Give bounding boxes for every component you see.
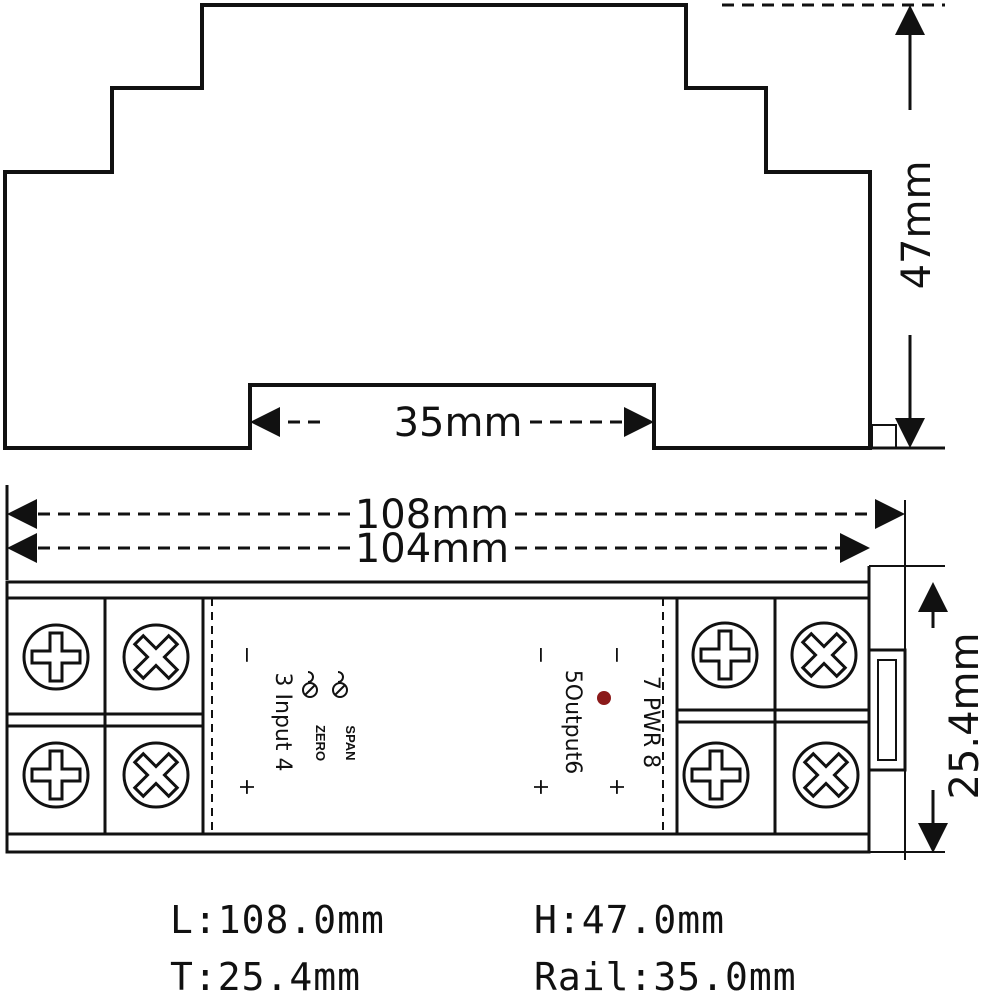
zero-label: ZERO	[313, 725, 328, 761]
zero-trimmer-icon	[302, 671, 318, 698]
spec-thickness: T:25.4mm	[170, 955, 362, 999]
input-minus: −	[234, 646, 259, 664]
terminal-screw-2	[122, 623, 190, 691]
input-plus: +	[234, 778, 259, 796]
output-plus: +	[528, 778, 553, 796]
din-clip-side	[867, 648, 907, 772]
terminal-screw-6	[790, 621, 858, 689]
span-label: SPAN	[343, 725, 358, 760]
spec-length: L:108.0mm	[170, 898, 385, 942]
terminal-screw-7	[682, 741, 750, 809]
terminal-screw-3	[22, 741, 90, 809]
input-label: 3 Input 4	[270, 673, 295, 772]
power-led	[597, 691, 611, 705]
front-outer-body	[5, 580, 871, 854]
terminal-screw-8	[792, 741, 860, 809]
terminal-screw-5	[691, 621, 759, 689]
din-clip-inner	[877, 659, 897, 761]
terminal-screw-4	[122, 741, 190, 809]
length-inner-label: 104mm	[355, 526, 509, 572]
spec-rail: Rail:35.0mm	[534, 955, 797, 999]
height-dimension-label: 47mm	[894, 161, 940, 290]
rail-clip	[871, 424, 897, 449]
terminal-screw-1	[22, 623, 90, 691]
thickness-dimension-label: 25.4mm	[942, 633, 984, 800]
pwr-minus: −	[604, 646, 629, 664]
pwr-plus: +	[604, 778, 629, 796]
pwr-label: 7 PWR 8	[638, 676, 663, 768]
enclosure-side-profile	[3, 3, 872, 450]
spec-height: H:47.0mm	[534, 898, 726, 942]
length-outer-label: 108mm	[355, 492, 509, 538]
output-label: 5Output6	[560, 670, 585, 774]
span-trimmer-icon	[332, 671, 348, 698]
output-minus: −	[528, 646, 553, 664]
rail-dimension-label: 35mm	[394, 400, 523, 446]
